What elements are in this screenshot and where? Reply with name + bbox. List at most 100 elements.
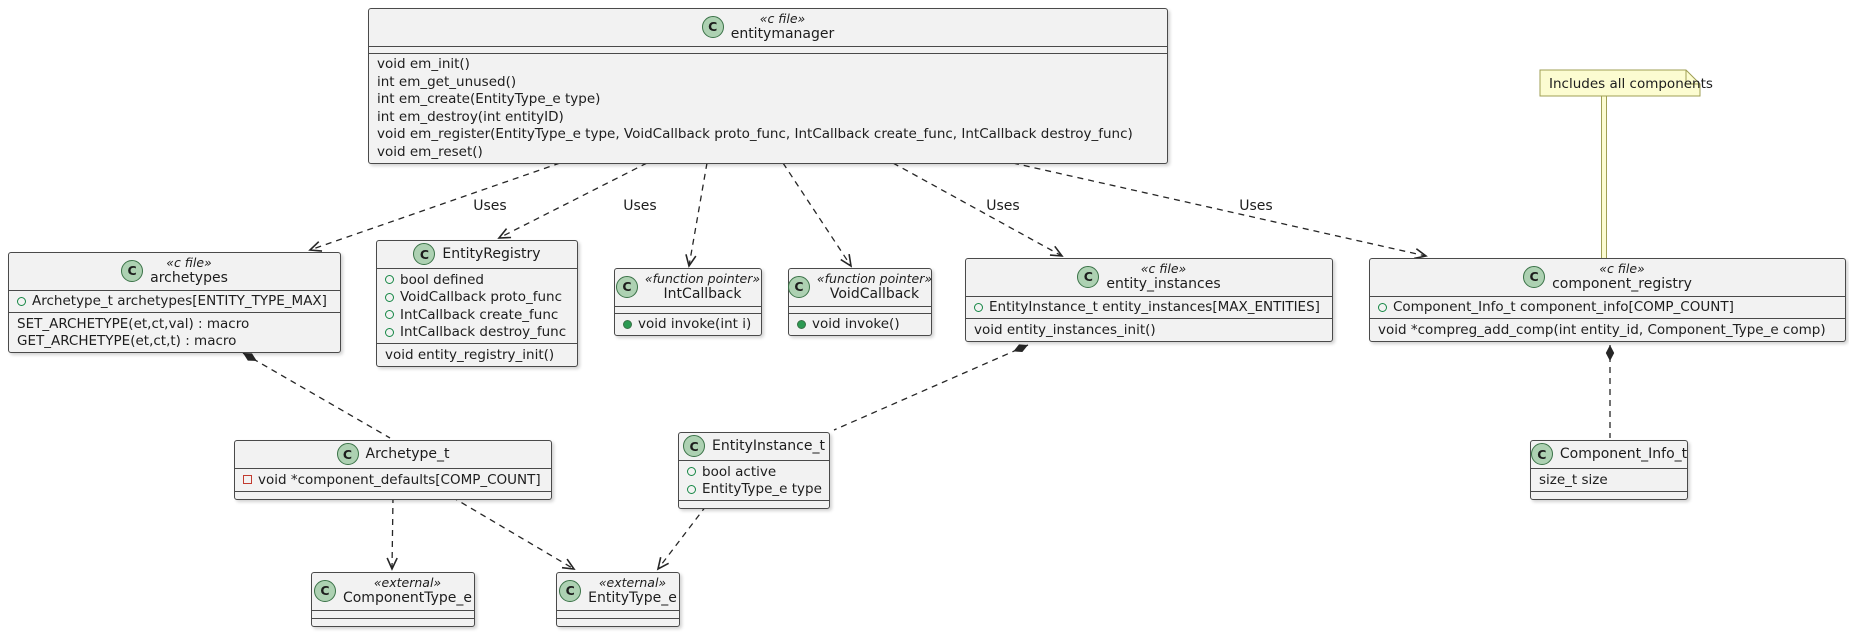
class-badge-icon: C: [701, 15, 724, 38]
method-row: void invoke(int i): [615, 316, 761, 334]
class-entityregistry: C EntityRegistry bool defined VoidCallba…: [376, 240, 578, 367]
fields-compartment: bool active EntityType_e type: [679, 460, 829, 500]
class-intcallback: C «function pointer» IntCallback void in…: [614, 268, 762, 336]
methods-compartment: void entity_registry_init(): [377, 343, 577, 366]
composition-entity-instances-entityinstance-t: [833, 344, 1029, 431]
class-componenttype-e: C «external» ComponentType_e: [311, 572, 475, 627]
public-field-icon: [385, 310, 394, 320]
method-row: void *compreg_add_comp(int entity_id, Co…: [1370, 321, 1845, 339]
note-label: Includes all components: [1549, 76, 1713, 92]
fields-compartment: Component_Info_t component_info[COMP_COU…: [1370, 295, 1845, 319]
class-stereotype: «c file»: [1599, 261, 1645, 276]
field-row: EntityType_e type: [679, 481, 829, 499]
field-text: EntityInstance_t entity_instances[MAX_EN…: [989, 299, 1320, 315]
field-row: Component_Info_t component_info[COMP_COU…: [1370, 299, 1845, 317]
class-name: EntityType_e: [588, 590, 677, 606]
note-fold-icon: [1685, 70, 1700, 85]
fields-compartment: void *component_defaults[COMP_COUNT]: [235, 468, 551, 491]
class-header: C «c file» entity_instances: [966, 259, 1332, 296]
class-name: entity_instances: [1106, 276, 1221, 292]
method-row: SET_ARCHETYPE(et,ct,val) : macro: [9, 315, 340, 333]
method-text: void entity_instances_init(): [974, 321, 1156, 338]
class-header: C «function pointer» IntCallback: [615, 269, 761, 306]
field-row: void *component_defaults[COMP_COUNT]: [235, 471, 551, 489]
class-badge-icon: C: [1077, 265, 1100, 288]
class-name: archetypes: [150, 270, 228, 286]
dependency-em-to-voidcallback: [782, 162, 853, 268]
class-header: C «c file» entitymanager: [369, 9, 1167, 46]
field-row: IntCallback destroy_func: [377, 324, 577, 342]
class-header: C «function pointer» VoidCallback: [787, 269, 932, 306]
public-field-icon: [974, 302, 983, 312]
edge-label-uses: Uses: [1239, 198, 1272, 214]
note-connector-fill: [1601, 96, 1607, 258]
methods-compartment: void *compreg_add_comp(int entity_id, Co…: [1370, 318, 1845, 341]
fields-compartment: [615, 305, 761, 313]
methods-compartment: [1531, 490, 1687, 499]
method-row: void em_init(): [369, 56, 1167, 74]
dependency-em-to-entityregistry: [497, 162, 648, 239]
edge-label-uses: Uses: [473, 198, 506, 214]
methods-compartment: void em_init() int em_get_unused() int e…: [369, 52, 1167, 163]
class-header: C EntityRegistry: [377, 241, 577, 268]
class-header: C Archetype_t: [235, 441, 551, 468]
methods-compartment: void invoke(int i): [615, 312, 761, 336]
class-badge-icon: C: [121, 259, 144, 282]
public-field-icon: [687, 467, 696, 477]
method-text: SET_ARCHETYPE(et,ct,val) : macro: [17, 315, 250, 332]
field-text: bool active: [702, 463, 777, 480]
class-stereotype: «c file»: [166, 255, 212, 270]
method-row: void entity_instances_init(): [966, 321, 1332, 339]
edge-label-uses: Uses: [623, 198, 656, 214]
method-text: void em_init(): [377, 56, 470, 72]
class-name: ComponentType_e: [342, 590, 473, 606]
class-badge-icon: C: [787, 275, 810, 298]
class-name: entitymanager: [730, 26, 835, 42]
field-text: size_t size: [1539, 471, 1608, 488]
class-badge-icon: C: [615, 275, 638, 298]
field-row: IntCallback create_func: [377, 306, 577, 324]
method-text: void invoke(int i): [638, 316, 752, 332]
fields-compartment: [312, 609, 474, 618]
method-text: void em_register(EntityType_e type, Void…: [377, 126, 1133, 142]
class-voidcallback: C «function pointer» VoidCallback void i…: [787, 268, 932, 336]
class-stereotype: «function pointer»: [644, 271, 761, 286]
method-row: void entity_registry_init(): [377, 346, 577, 364]
class-name: IntCallback: [663, 286, 742, 302]
field-text: void *component_defaults[COMP_COUNT]: [258, 471, 541, 488]
class-header: C «external» EntityType_e: [557, 573, 679, 610]
fields-compartment: bool defined VoidCallback proto_func Int…: [377, 268, 577, 343]
fields-compartment: size_t size: [1531, 468, 1687, 491]
public-field-icon: [687, 484, 696, 494]
method-row: int em_create(EntityType_e type): [369, 91, 1167, 109]
class-stereotype: «c file»: [759, 11, 806, 26]
class-entity-instances: C «c file» entity_instances EntityInstan…: [965, 258, 1333, 342]
class-archetype-t: C Archetype_t void *component_defaults[C…: [234, 440, 552, 500]
class-header: C EntityInstance_t: [679, 433, 829, 460]
class-archetypes: C «c file» archetypes Archetype_t archet…: [8, 252, 341, 353]
dependency-entityinstance-t-to-entitytype-e: [656, 505, 707, 571]
method-row: void invoke(): [789, 316, 931, 334]
method-text: void entity_registry_init(): [385, 346, 555, 363]
class-badge-icon: C: [683, 435, 706, 457]
class-badge-icon: C: [1523, 265, 1546, 288]
class-entitytype-e: C «external» EntityType_e: [556, 572, 680, 627]
class-stereotype: «c file»: [1140, 261, 1187, 276]
field-row: bool defined: [377, 271, 577, 289]
public-field-icon: [385, 292, 394, 302]
class-component-registry: C «c file» component_registry Component_…: [1369, 258, 1846, 342]
field-text: IntCallback create_func: [400, 306, 559, 323]
class-badge-icon: C: [313, 579, 336, 602]
method-text: void em_reset(): [377, 143, 483, 160]
class-entityinstance-t: C EntityInstance_t bool active EntityTyp…: [678, 432, 830, 509]
method-text: GET_ARCHETYPE(et,ct,t) : macro: [17, 333, 237, 349]
class-stereotype: «external»: [373, 575, 442, 590]
method-text: int em_create(EntityType_e type): [377, 91, 601, 107]
public-field-icon: [385, 275, 394, 285]
field-row: Archetype_t archetypes[ENTITY_TYPE_MAX]: [9, 293, 340, 311]
fields-compartment: [369, 45, 1167, 53]
method-text: int em_destroy(int entityID): [377, 108, 564, 125]
dependency-archetype-t-to-componenttype-e: [386, 496, 398, 571]
class-stereotype: «external»: [598, 575, 667, 590]
